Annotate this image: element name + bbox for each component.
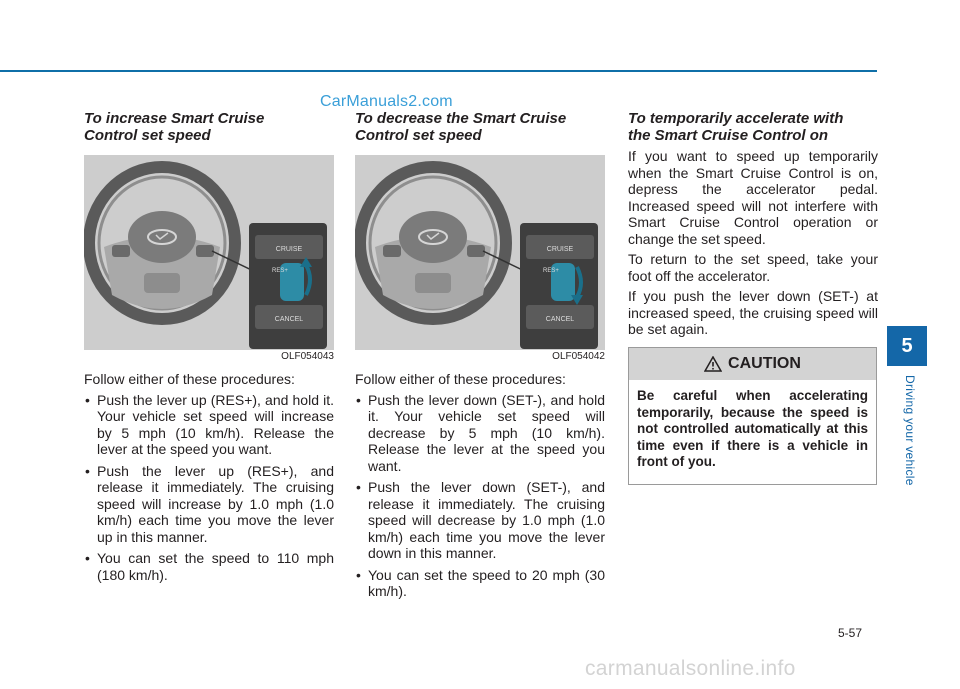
body-paragraph: To return to the set speed, take your fo… (628, 251, 878, 284)
figure-code: OLF054042 (552, 351, 605, 362)
list-item: You can set the speed to 20 mph (30 km/h… (355, 567, 605, 600)
list-item: Push the lever down (SET-), and release … (355, 479, 605, 562)
heading-line: Control set speed (355, 127, 482, 144)
procedure-list: Push the lever down (SET-), and hold it.… (355, 392, 605, 600)
figure-code: OLF054043 (281, 351, 334, 362)
warning-triangle-icon (704, 356, 723, 372)
column-decrease-speed: To decrease the Smart Cruise Control set… (355, 110, 605, 605)
steering-wheel-figure: CRUISE CANCEL RES+ (84, 155, 334, 350)
section-heading: To decrease the Smart Cruise Control set… (355, 110, 605, 144)
procedure-list: Push the lever up (RES+), and hold it. Y… (84, 392, 334, 584)
list-item: You can set the speed to 110 mph (180 km… (84, 550, 334, 583)
cruise-button-label: CRUISE (547, 246, 574, 253)
column-temporary-acceleration: To temporarily accelerate with the Smart… (628, 110, 878, 338)
steering-wheel-illustration: CRUISE CANCEL RES+ (84, 155, 334, 350)
page-number: 5-57 (838, 626, 863, 640)
body-paragraph: If you push the lever down (SET-) at inc… (628, 288, 878, 337)
chapter-label: Driving your vehicle (903, 375, 917, 486)
res-lever-label: RES+ (272, 268, 288, 274)
cancel-button-label: CANCEL (275, 316, 304, 323)
chapter-tab[interactable]: 5 (887, 326, 927, 366)
cancel-button-label: CANCEL (546, 316, 575, 323)
watermark-bottom[interactable]: carmanualsonline.info (585, 657, 796, 680)
heading-line: To temporarily accelerate with (628, 110, 844, 127)
list-item: Push the lever down (SET-), and hold it.… (355, 392, 605, 475)
cruise-button-label: CRUISE (276, 246, 303, 253)
header-rule (0, 70, 877, 72)
caution-title: CAUTION (728, 355, 801, 372)
heading-line: To decrease the Smart Cruise (355, 110, 567, 127)
heading-line: Control set speed (84, 127, 211, 144)
intro-text: Follow either of these procedures: (84, 371, 295, 387)
body-paragraph: If you want to speed up temporarily when… (628, 148, 878, 247)
section-heading: To temporarily accelerate with the Smart… (628, 110, 878, 144)
res-lever-label: RES+ (543, 268, 559, 274)
steering-wheel-figure: CRUISE CANCEL RES+ (355, 155, 605, 350)
caution-box: CAUTION Be careful when accelerating tem… (628, 347, 877, 485)
list-item: Push the lever up (RES+), and release it… (84, 463, 334, 546)
caution-header: CAUTION (629, 348, 876, 380)
list-item: Push the lever up (RES+), and hold it. Y… (84, 392, 334, 458)
caution-text: Be careful when accelerating temporarily… (637, 388, 868, 469)
heading-line: the Smart Cruise Control on (628, 127, 829, 144)
column-increase-speed: To increase Smart Cruise Control set spe… (84, 110, 334, 588)
heading-line: To increase Smart Cruise (84, 110, 265, 127)
watermark-top[interactable]: CarManuals2.com (320, 93, 453, 110)
intro-text: Follow either of these procedures: (355, 371, 566, 387)
steering-wheel-illustration: CRUISE CANCEL RES+ (355, 155, 605, 350)
section-heading: To increase Smart Cruise Control set spe… (84, 110, 334, 144)
